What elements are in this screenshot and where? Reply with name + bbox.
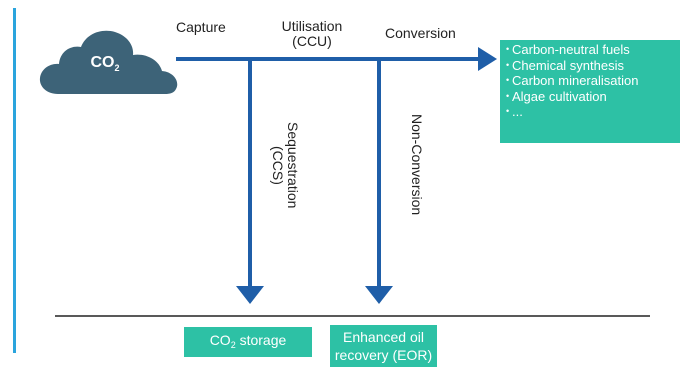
conversion-outputs-list: Carbon-neutral fuels Chemical synthesis … bbox=[500, 40, 680, 120]
co2-cloud-icon bbox=[39, 30, 178, 94]
main-flow-arrowhead bbox=[478, 47, 497, 71]
co2-storage-suffix: storage bbox=[235, 331, 287, 348]
conversion-output-item: Chemical synthesis bbox=[506, 58, 680, 74]
utilisation-label: Utilisation (CCU) bbox=[267, 19, 357, 49]
co2-storage-prefix: CO bbox=[209, 331, 231, 348]
conversion-output-item: Carbon mineralisation bbox=[506, 73, 680, 89]
non-conversion-label: Non-Conversion bbox=[409, 114, 425, 216]
conversion-output-item: Algae cultivation bbox=[506, 89, 680, 105]
utilisation-label-line1: Utilisation bbox=[281, 18, 343, 34]
left-accent-bar bbox=[13, 8, 16, 353]
co2-storage-box: CO2 storage bbox=[184, 327, 312, 357]
utilisation-label-line2: (CCU) bbox=[292, 33, 332, 49]
eor-label: Enhanced oil recovery (EOR) bbox=[335, 328, 432, 364]
non-conversion-arrowhead bbox=[365, 286, 393, 304]
conversion-label: Conversion bbox=[385, 25, 456, 41]
eor-box: Enhanced oil recovery (EOR) bbox=[330, 325, 437, 367]
co2-storage-label: CO2 storage bbox=[210, 331, 287, 354]
co2-storage-subscript: 2 bbox=[230, 339, 236, 350]
conversion-output-item: ... bbox=[506, 104, 680, 120]
sequestration-arrowhead bbox=[236, 286, 264, 304]
sequestration-label-line1: Sequestration bbox=[285, 122, 301, 209]
capture-label: Capture bbox=[176, 19, 226, 35]
conversion-outputs-box: Carbon-neutral fuels Chemical synthesis … bbox=[500, 40, 680, 143]
eor-label-line2: recovery (EOR) bbox=[334, 347, 433, 363]
conversion-output-item: Carbon-neutral fuels bbox=[506, 42, 680, 58]
sequestration-label-line2: (CCS) bbox=[270, 145, 286, 185]
sequestration-label: Sequestration(CCS) bbox=[270, 122, 301, 209]
cloud-co2-label: CO2 bbox=[85, 54, 125, 73]
cloud-co2-subscript: 2 bbox=[114, 63, 120, 73]
eor-label-line1: Enhanced oil bbox=[343, 329, 424, 345]
cloud-co2-main: CO bbox=[90, 54, 115, 71]
